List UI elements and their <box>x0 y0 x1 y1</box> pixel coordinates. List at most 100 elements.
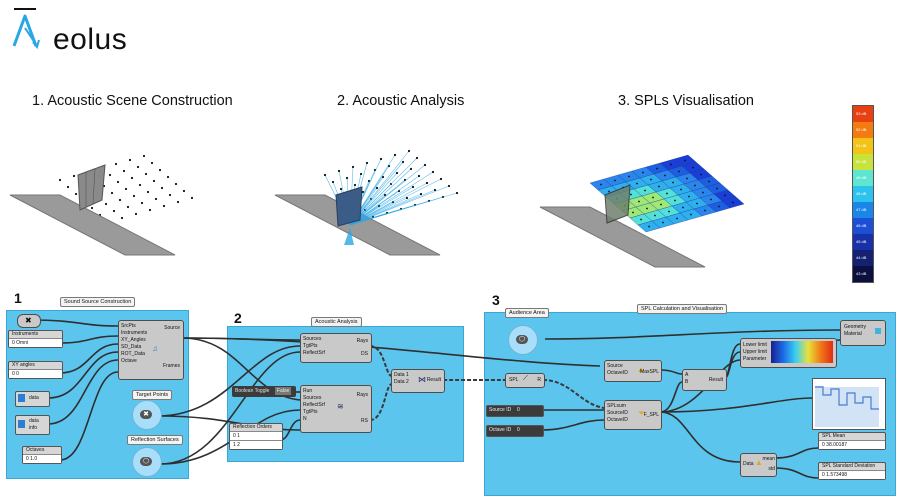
port-data-2[interactable]: Data 2 <box>394 379 409 385</box>
colorbar-label: 43 dB <box>856 271 867 276</box>
port-ab-result[interactable]: Result <box>708 377 723 383</box>
instruments-value: 0 Omni <box>9 338 62 347</box>
target-point <box>72 174 76 178</box>
spl-component[interactable]: SPL ⟋ R <box>505 373 545 388</box>
audience-area-param[interactable]: ⬡ <box>508 325 538 355</box>
colorbar-label: 48 dB <box>856 191 867 196</box>
port-tgtpts-2[interactable]: TgtPts <box>303 409 318 415</box>
port-sources[interactable]: Sources <box>303 336 322 342</box>
stats-component[interactable]: Data ▲ mean std <box>740 453 777 477</box>
target-point <box>126 205 130 209</box>
port-instruments[interactable]: Instruments <box>121 330 148 336</box>
spl-std-panel[interactable]: SPL Standard Deviation 0 1.573498 <box>818 462 886 480</box>
port-a[interactable]: A <box>685 372 689 378</box>
ray-line <box>349 192 458 226</box>
data-info-param[interactable]: data info <box>15 415 50 435</box>
reflector-surface <box>335 186 363 227</box>
reflection-orders-panel[interactable]: Reflection Orders 0 1 1 2 <box>229 423 283 450</box>
port-geometry[interactable]: Geometry <box>844 324 866 330</box>
instruments-panel[interactable]: Instruments 0 Omni <box>8 330 63 348</box>
port-tgtpts[interactable]: TgtPts <box>303 343 318 349</box>
port-octave[interactable]: Octave <box>121 358 137 364</box>
target-point <box>140 201 144 205</box>
merge-component[interactable]: Data 1 Data 2 ⋈ Result <box>391 369 445 393</box>
direct-sound-component[interactable]: Sources TgtPts ReflectSrf Rays DS <box>300 333 372 363</box>
reflection-surfaces-param[interactable]: ⬡ <box>132 447 162 477</box>
port-std[interactable]: std <box>768 466 775 472</box>
port-material[interactable]: Material <box>844 331 862 337</box>
source-id-value: 0 <box>517 407 520 413</box>
ray-line <box>349 182 428 226</box>
reflected-sound-component[interactable]: Run Sources ReflectSrf TgtPts N ≋ Rays R… <box>300 385 372 433</box>
port-octaveid[interactable]: OctaveID <box>607 417 628 423</box>
target-point <box>600 183 602 186</box>
port-frames[interactable]: Frames <box>163 363 180 369</box>
target-point <box>674 199 676 202</box>
target-point <box>447 184 451 188</box>
histogram-graph[interactable] <box>812 378 886 430</box>
port-reflectsrf[interactable]: ReflectSrf <box>303 350 325 356</box>
port-upper-limit[interactable]: Upper limit <box>743 349 767 355</box>
port-srcpts[interactable]: SrcPts <box>121 323 136 329</box>
port-result[interactable]: Result <box>426 377 441 383</box>
target-point <box>150 161 154 165</box>
gradient-component[interactable]: Lower limit Upper limit Parameter <box>740 338 837 368</box>
port-stats-data[interactable]: Data <box>743 461 754 467</box>
port-sources-2[interactable]: Sources <box>303 395 322 401</box>
port-splsum[interactable]: SPLsum <box>607 403 626 409</box>
target-point <box>708 180 710 183</box>
target-point <box>696 202 698 205</box>
xy-angles-panel[interactable]: XY angles 0 0 <box>8 361 63 379</box>
spl-mean-panel[interactable]: SPL Mean 0 38.00187 <box>818 432 886 450</box>
max-spl-component[interactable]: Source OctaveID ▲ MaxSPL <box>604 360 662 382</box>
port-max-octaveid[interactable]: OctaveID <box>607 370 628 376</box>
colorbar-label: 49 dB <box>856 175 867 180</box>
target-point <box>658 185 660 188</box>
port-rot-data[interactable]: ROT_Data <box>121 351 145 357</box>
target-point <box>166 175 170 179</box>
port-rs[interactable]: RS <box>361 418 368 424</box>
spl-sum-component[interactable]: SPLsum SourceID OctaveID ⏷ F_SPL <box>604 400 662 430</box>
spl-icon: ⟋ <box>523 375 528 382</box>
port-mean[interactable]: mean <box>762 456 775 462</box>
geometry-preview-component[interactable]: Geometry Material <box>840 320 886 346</box>
boolean-toggle[interactable]: Boolean Toggle False <box>232 386 296 397</box>
port-b[interactable]: B <box>685 379 689 385</box>
target-point <box>718 205 720 208</box>
port-run[interactable]: Run <box>303 388 313 394</box>
ab-component[interactable]: A B Result <box>682 369 727 391</box>
target-point <box>108 173 112 177</box>
colorbar-label: 47 dB <box>856 207 867 212</box>
port-lower-limit[interactable]: Lower limit <box>743 342 767 348</box>
spl-output-r[interactable]: R <box>537 377 541 383</box>
port-source[interactable]: Source <box>164 325 180 331</box>
target-point <box>130 176 134 180</box>
target-points-param[interactable]: ✖ <box>132 400 162 430</box>
port-maxspl[interactable]: MaxSPL <box>640 369 659 375</box>
data-param[interactable]: data <box>15 391 50 407</box>
gradient-bar[interactable] <box>771 341 833 363</box>
octave-id-slider[interactable]: Octave ID 0 <box>486 425 544 437</box>
port-sd-data[interactable]: SD_Data <box>121 344 142 350</box>
port-rays-2[interactable]: Rays <box>356 392 368 398</box>
port-f-spl[interactable]: F_SPL <box>643 412 659 418</box>
target-point <box>122 169 126 173</box>
port-parameter[interactable]: Parameter <box>743 356 767 362</box>
target-point <box>678 170 680 173</box>
octaves-panel[interactable]: Octaves 0 1.0 <box>22 446 62 464</box>
port-ds[interactable]: DS <box>361 351 368 357</box>
port-rays[interactable]: Rays <box>356 338 368 344</box>
port-reflectsrf-2[interactable]: ReflectSrf <box>303 402 325 408</box>
target-point <box>104 202 108 206</box>
source-points-param[interactable]: ✖ <box>17 314 41 328</box>
sound-source-component[interactable]: SrcPts Instruments XY_Angles SD_Data ROT… <box>118 320 184 380</box>
port-data-1[interactable]: Data 1 <box>394 372 409 378</box>
port-xy-angles[interactable]: XY_Angles <box>121 337 146 343</box>
data-info-label: data info <box>29 418 39 431</box>
port-sourceid[interactable]: SourceID <box>607 410 628 416</box>
target-point <box>112 209 116 213</box>
port-max-source[interactable]: Source <box>607 363 623 369</box>
target-point <box>353 183 357 187</box>
port-n[interactable]: N <box>303 416 307 422</box>
source-id-slider[interactable]: Source ID 0 <box>486 405 544 417</box>
